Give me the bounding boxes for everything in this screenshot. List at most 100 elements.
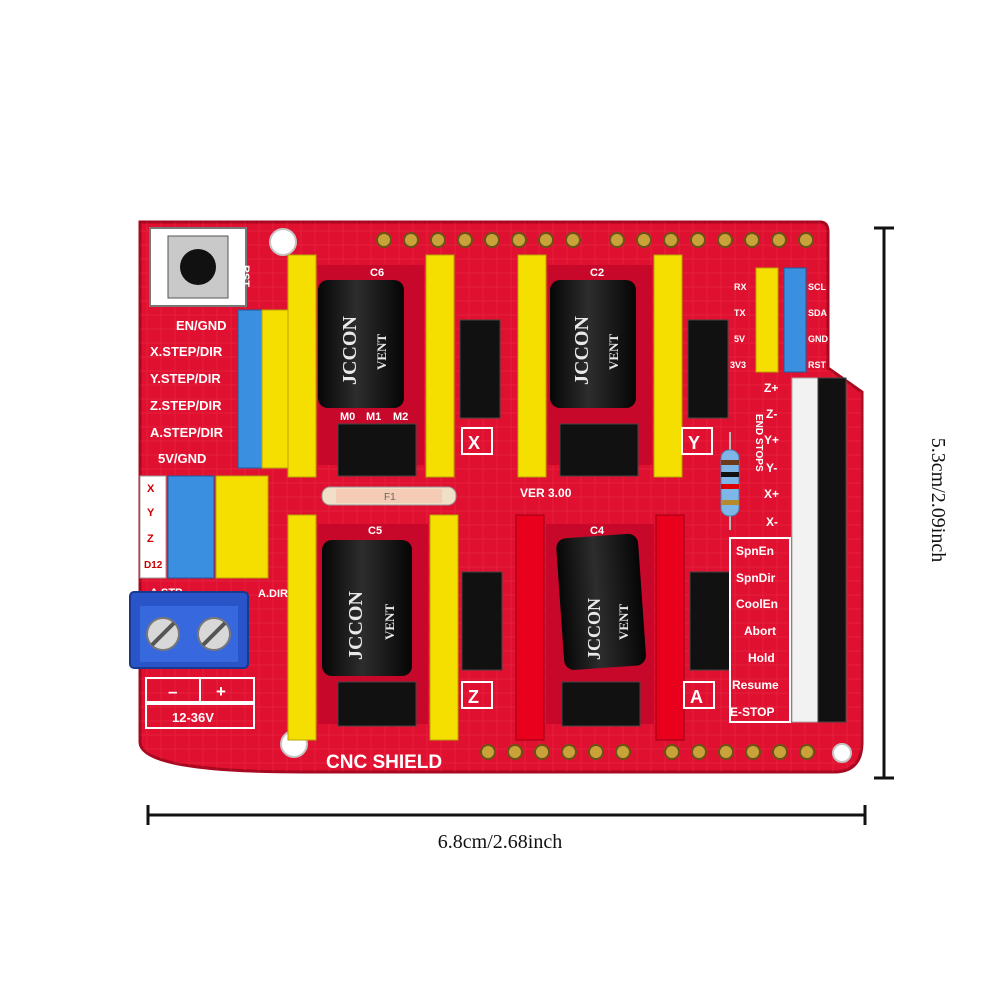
capacitor-brand: JCCON xyxy=(584,598,604,660)
header-pin xyxy=(691,744,707,760)
control-spndir: SpnDir xyxy=(736,571,776,585)
axis-label-a: A xyxy=(690,687,703,707)
header-pin xyxy=(376,232,392,248)
header-pin xyxy=(484,232,500,248)
header-pin xyxy=(717,232,733,248)
label-x-step-dir: X.STEP/DIR xyxy=(150,344,223,359)
header-pin xyxy=(430,232,446,248)
label-a-step-dir: A.STEP/DIR xyxy=(150,425,224,440)
polarity-minus: – xyxy=(168,682,177,701)
endstop-y-minus: Y- xyxy=(766,461,777,475)
driver-module-x: C6 JCCON VENT M0 M1 M2 X xyxy=(287,254,501,478)
control-estop: E-STOP xyxy=(730,705,774,719)
header-pin xyxy=(507,744,523,760)
version-label: VER 3.00 xyxy=(520,486,572,500)
driver-module-y: C2 JCCON VENT Y xyxy=(517,254,729,478)
reset-label: RST xyxy=(239,265,251,287)
capacitor-brand: JCCON xyxy=(339,316,361,385)
left-label-group: EN/GND X.STEP/DIR Y.STEP/DIR Z.STEP/DIR … xyxy=(150,318,227,466)
header-pin xyxy=(534,744,550,760)
capacitor xyxy=(556,533,646,670)
header-pin xyxy=(511,232,527,248)
header-pin xyxy=(690,232,706,248)
jumper-label-x: X xyxy=(147,483,155,495)
mount-hole xyxy=(832,743,852,763)
header-pin xyxy=(403,232,419,248)
header-pin xyxy=(718,744,734,760)
label-5v: 5V xyxy=(734,334,745,344)
power-screw-terminal[interactable] xyxy=(129,591,249,669)
control-resume: Resume xyxy=(732,678,779,692)
label-en-gnd: EN/GND xyxy=(176,318,227,333)
header-pin xyxy=(609,232,625,248)
microstep-m0: M0 xyxy=(340,411,355,423)
control-coolen: CoolEn xyxy=(736,597,778,611)
height-dimension: 5.3cm/2.09inch xyxy=(874,226,949,780)
endstop-x-minus: X- xyxy=(766,515,778,529)
fuse: F1 xyxy=(321,486,457,506)
header-pin xyxy=(772,744,788,760)
power-voltage-label: 12-36V xyxy=(172,710,214,725)
header-pin xyxy=(561,744,577,760)
header-pin xyxy=(798,232,814,248)
header-pin xyxy=(588,744,604,760)
header-pin xyxy=(615,744,631,760)
axis-label-z: Z xyxy=(468,687,479,707)
capacitor-text: VENT xyxy=(382,604,397,640)
polarity-plus: + xyxy=(216,682,226,701)
header-pin xyxy=(799,744,815,760)
arduino-pin-row-bottom xyxy=(480,744,815,760)
header-pin xyxy=(771,232,787,248)
control-spnen: SpnEn xyxy=(736,544,774,558)
label-y-step-dir: Y.STEP/DIR xyxy=(150,371,221,386)
endstop-y-plus: Y+ xyxy=(764,433,779,447)
jumper-label-d12: D12 xyxy=(144,560,163,571)
label-gnd: GND xyxy=(808,334,829,344)
capacitor-text: VENT xyxy=(616,604,631,640)
capacitor-text: VENT xyxy=(374,334,389,370)
cap-label-c5: C5 xyxy=(368,525,382,537)
header-pin xyxy=(565,232,581,248)
axis-label-x: X xyxy=(468,433,480,453)
driver-module-z: C5 JCCON VENT Z xyxy=(287,514,503,741)
control-abort: Abort xyxy=(744,624,776,638)
microstep-m2: M2 xyxy=(393,411,408,423)
jumper-label-z: Z xyxy=(147,533,154,545)
label-rst: RST xyxy=(808,360,827,370)
endstop-z-minus: Z- xyxy=(766,407,777,421)
label-rx: RX xyxy=(734,282,747,292)
board-title: CNC SHIELD xyxy=(326,752,442,773)
label-5v-gnd: 5V/GND xyxy=(158,451,206,466)
reset-button[interactable]: RST xyxy=(149,227,251,307)
width-label: 6.8cm/2.68inch xyxy=(438,831,562,853)
control-hold: Hold xyxy=(748,651,775,665)
microstep-m1: M1 xyxy=(366,411,381,423)
label-tx: TX xyxy=(734,308,746,318)
header-pin xyxy=(636,232,652,248)
endstop-caption: END STOPS xyxy=(753,414,764,472)
header-pin xyxy=(538,232,554,248)
capacitor xyxy=(318,280,404,408)
cap-label-c4: C4 xyxy=(590,525,605,537)
cap-label-c6: C6 xyxy=(370,267,384,279)
header-pin xyxy=(480,744,496,760)
width-dimension: 6.8cm/2.68inch xyxy=(146,805,867,853)
mount-hole xyxy=(269,228,297,256)
label-z-step-dir: Z.STEP/DIR xyxy=(150,398,222,413)
resistor xyxy=(720,432,740,530)
fuse-label: F1 xyxy=(384,492,396,503)
header-pin xyxy=(745,744,761,760)
height-label: 5.3cm/2.09inch xyxy=(927,438,949,562)
cap-label-c2: C2 xyxy=(590,267,604,279)
endstop-x-plus: X+ xyxy=(764,487,779,501)
label-3v3: 3V3 xyxy=(730,360,746,370)
capacitor xyxy=(550,280,636,408)
axis-label-y: Y xyxy=(688,433,700,453)
capacitor-brand: JCCON xyxy=(345,591,367,660)
jumper-label-y: Y xyxy=(147,507,155,519)
header-pin xyxy=(457,232,473,248)
capacitor-text: VENT xyxy=(606,334,621,370)
header-pin xyxy=(663,232,679,248)
label-sda: SDA xyxy=(808,308,828,318)
